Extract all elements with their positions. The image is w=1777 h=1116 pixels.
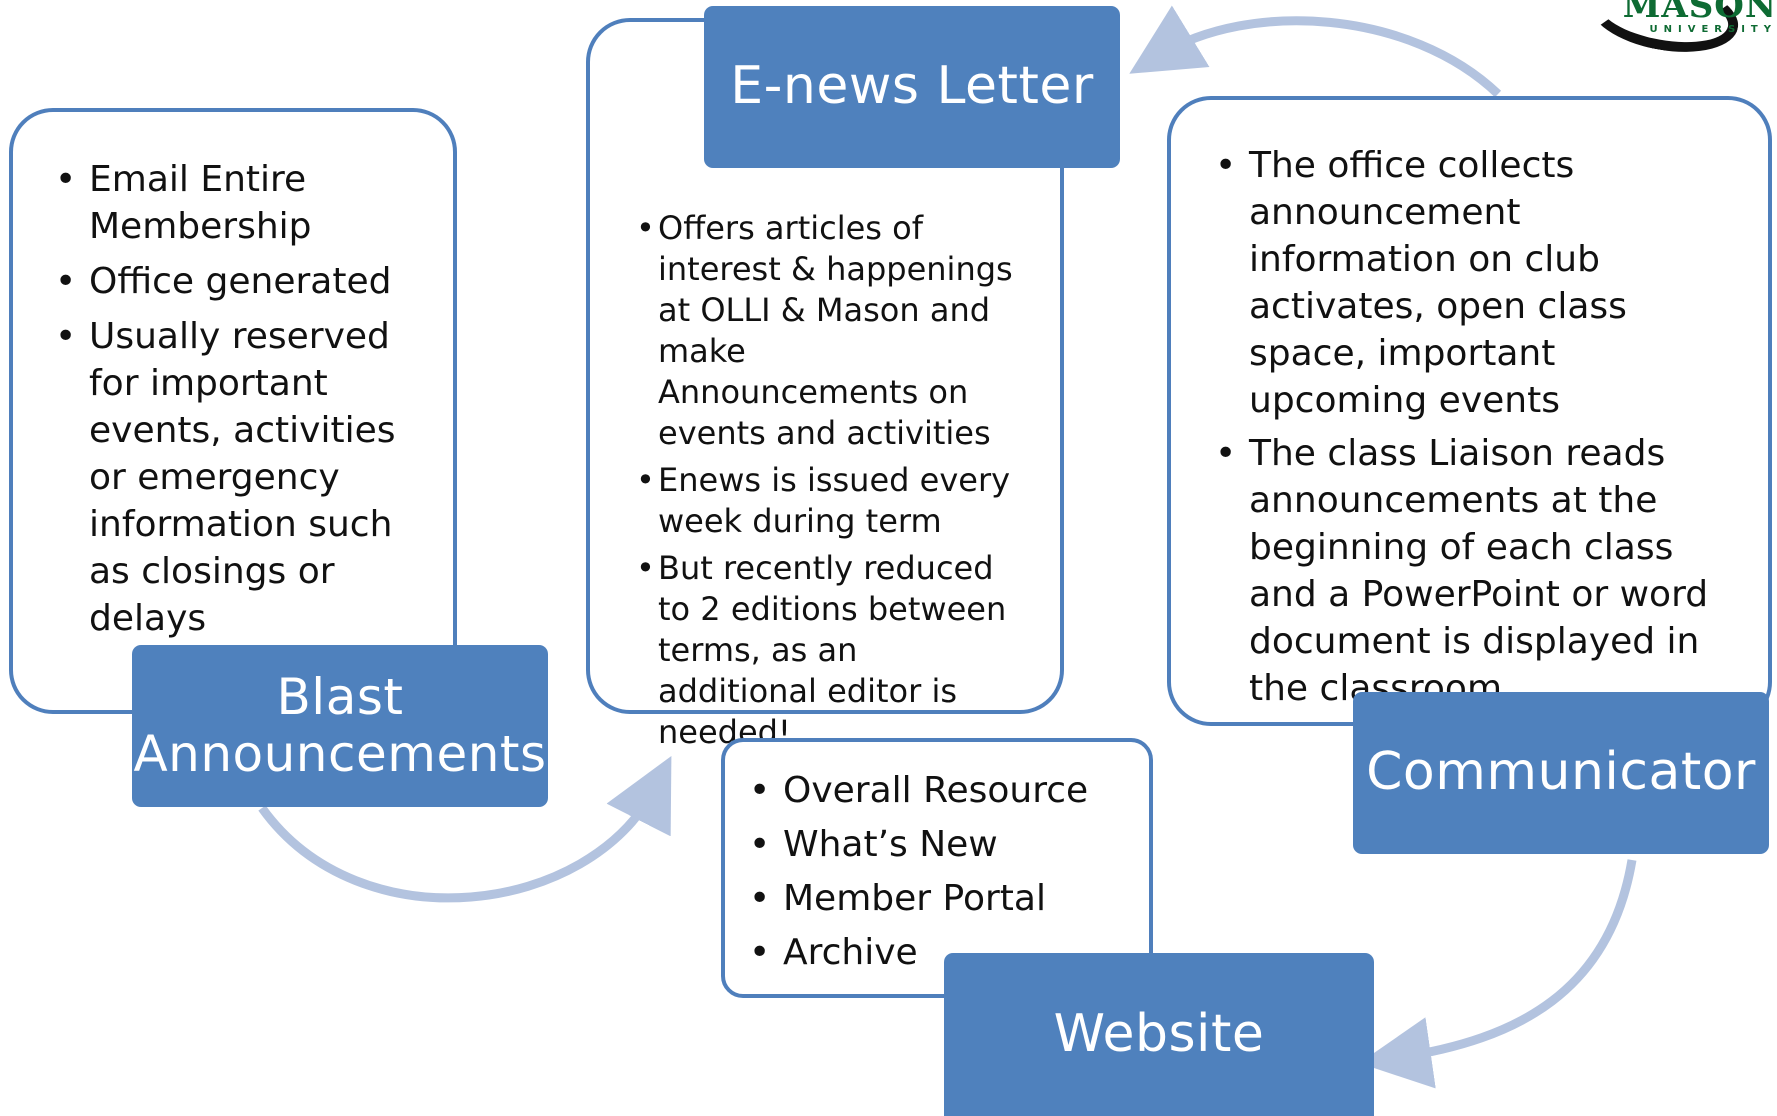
blast-title-line-1: Blast	[276, 667, 404, 726]
enews-list: Offers articles of interest & happenings…	[636, 208, 1014, 753]
communicator-item: The office collects announcement informa…	[1215, 142, 1732, 424]
enews-title: E-news Letter	[730, 56, 1094, 117]
communicator-panel: The office collects announcement informa…	[1167, 96, 1772, 726]
enews-item: Enews is issued every week during term	[636, 460, 1014, 542]
arrow-communicator-to-website	[1359, 859, 1637, 1089]
arrow-communicator-to-enews	[1129, 5, 1502, 98]
website-title-box: Website	[944, 953, 1374, 1116]
blast-panel: Email Entire Membership Office generated…	[9, 108, 457, 714]
enews-item: But recently reduced to 2 editions betwe…	[636, 548, 1014, 753]
logo-sub: UNIVERSITY	[1649, 24, 1777, 35]
website-list: Overall Resource What’s New Member Porta…	[749, 764, 1125, 980]
blast-title-line-2: Announcements	[133, 725, 547, 783]
university-logo: MASON UNIVERSITY	[1584, 0, 1777, 63]
arrow-blast-to-enews	[258, 755, 672, 903]
enews-title-box: E-news Letter	[704, 6, 1120, 168]
website-item: What’s New	[749, 818, 1125, 872]
communicator-list: The office collects announcement informa…	[1215, 142, 1732, 712]
blast-list: Email Entire Membership Office generated…	[55, 156, 419, 642]
website-title: Website	[1053, 1003, 1265, 1064]
website-item: Overall Resource	[749, 764, 1125, 818]
blast-title-box: Blast Announcements	[132, 645, 548, 807]
communicator-title-box: Communicator	[1353, 692, 1769, 854]
blast-item: Email Entire Membership	[55, 156, 419, 250]
logo-word: MASON	[1622, 0, 1777, 26]
blast-item: Usually reserved for important events, a…	[55, 313, 419, 642]
enews-item: Offers articles of interest & happenings…	[636, 208, 1014, 454]
blast-item: Office generated	[55, 258, 419, 305]
communicator-title: Communicator	[1366, 742, 1756, 803]
website-item: Archive	[749, 926, 1125, 980]
website-item: Member Portal	[749, 872, 1125, 926]
communicator-item: The class Liaison reads announcements at…	[1215, 430, 1732, 712]
